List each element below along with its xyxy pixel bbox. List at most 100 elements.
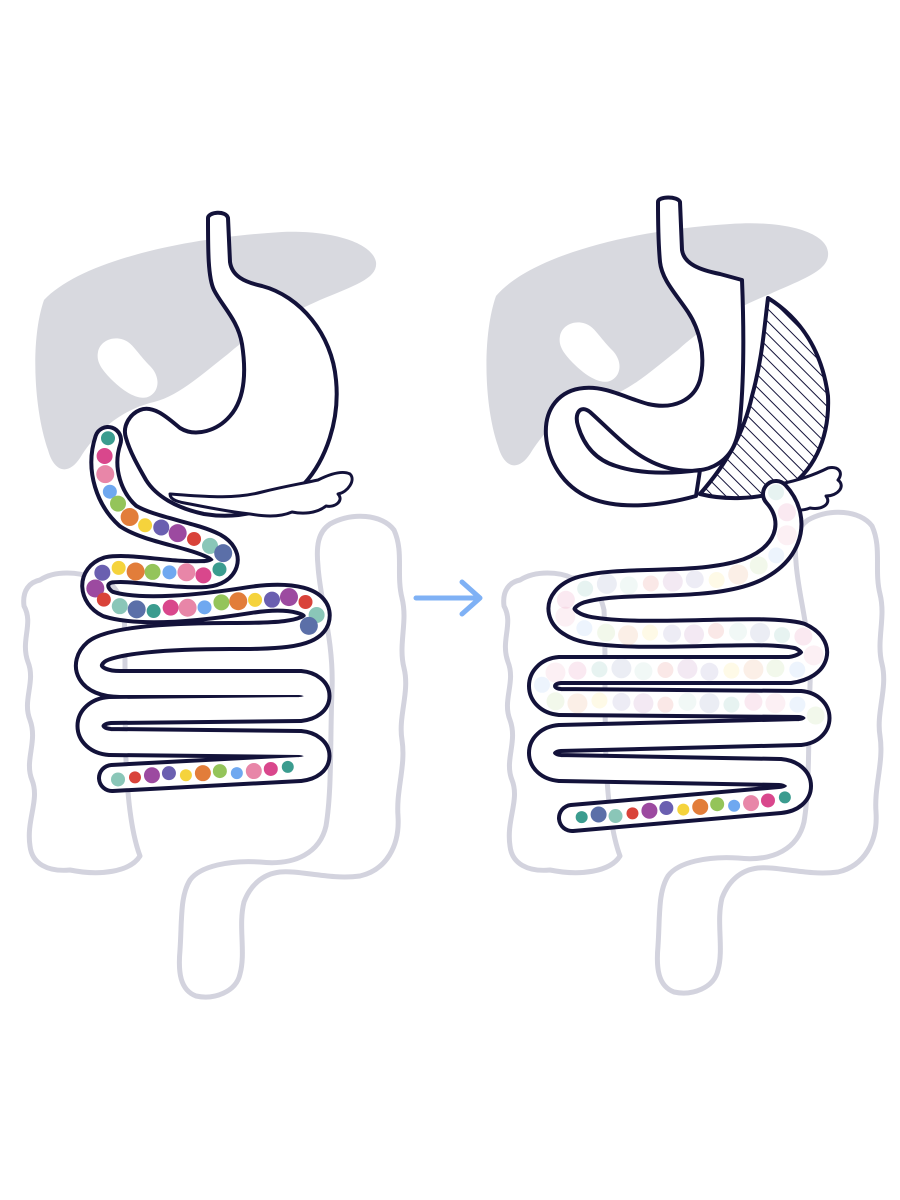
nutrient-dot (708, 622, 725, 639)
nutrient-dot (789, 661, 806, 678)
nutrient-dot (677, 658, 698, 679)
nutrient-dot (729, 622, 748, 641)
nutrient-dot (153, 519, 170, 536)
nutrient-dot (626, 807, 639, 820)
nutrient-dot (700, 662, 719, 681)
nutrient-dots (86, 431, 325, 787)
small-intestine (527, 479, 832, 833)
panel-before (21, 210, 409, 1000)
nutrient-dot (127, 600, 146, 619)
nutrient-dot (684, 624, 705, 645)
nutrient-dot (728, 564, 749, 585)
nutrient-dot (212, 562, 227, 577)
nutrient-dot (597, 623, 616, 642)
nutrient-dot (248, 592, 263, 607)
nutrient-dot (789, 696, 806, 713)
colon-outline (501, 570, 623, 876)
nutrient-dot (545, 662, 566, 683)
nutrient-dot (245, 763, 262, 780)
nutrient-dot (728, 799, 741, 812)
liver-shape (35, 231, 377, 470)
nutrient-dot (162, 565, 177, 580)
nutrient-dot (146, 604, 161, 619)
gallbladder-shape (97, 338, 158, 398)
pancreas-shape (168, 470, 354, 518)
nutrient-dot (281, 760, 294, 773)
nutrient-dot (723, 662, 740, 679)
nutrient-dot (659, 801, 674, 816)
nutrient-dot (633, 693, 654, 714)
nutrient-dot (195, 567, 212, 584)
nutrient-dot (178, 598, 197, 617)
nutrient-dot (677, 803, 690, 816)
nutrient-dot (96, 465, 115, 484)
nutrient-dot (229, 592, 248, 611)
nutrient-dot (794, 627, 813, 646)
nutrient-dot (634, 662, 653, 681)
nutrient-dot (766, 659, 785, 678)
nutrient-dot (803, 645, 824, 666)
nutrient-dot (299, 616, 318, 635)
nutrient-dot (749, 556, 768, 575)
nutrient-dot (168, 524, 187, 543)
nutrient-dot (663, 624, 682, 643)
nutrient-dot (806, 706, 825, 725)
nutrient-dot (657, 662, 674, 678)
colon-right-outline (176, 513, 409, 1000)
nutrient-dot (111, 560, 126, 575)
gallbladder-shape (559, 322, 620, 382)
nutrient-dot (699, 693, 720, 714)
stomach-shape (123, 210, 339, 518)
nutrient-dot (138, 518, 153, 533)
nutrient-dot (177, 563, 196, 582)
nutrient-dot (555, 606, 576, 627)
bypassed-stomach-shape (698, 296, 831, 501)
nutrient-dot (102, 484, 117, 499)
nutrient-dot (162, 599, 179, 616)
nutrient-dot (590, 806, 607, 823)
nutrient-dot (576, 620, 593, 637)
nutrient-dot (760, 793, 775, 808)
nutrient-dot (197, 600, 212, 615)
nutrient-dot (110, 495, 127, 512)
nutrient-dot (768, 484, 784, 501)
nutrient-dot (534, 676, 551, 693)
nutrient-dot (86, 579, 105, 598)
nutrient-dot (194, 765, 211, 782)
nutrient-dot (101, 431, 115, 446)
nutrient-dot (618, 625, 639, 646)
nutrient-dot (279, 588, 298, 607)
nutrient-dot (179, 769, 192, 782)
nutrient-dot (778, 791, 791, 804)
nutrient-dot (298, 594, 313, 609)
right-arrow-icon (413, 579, 483, 617)
nutrient-dot (94, 564, 111, 581)
nutrient-dot (765, 693, 786, 714)
nutrient-dot (230, 767, 243, 780)
nutrient-dot (708, 571, 725, 588)
nutrient-dot (744, 692, 763, 711)
nutrient-dot (556, 590, 575, 609)
nutrient-dot (263, 591, 280, 608)
nutrient-dot (777, 503, 796, 522)
intestine-lumen (531, 483, 828, 829)
nutrient-dot (111, 772, 126, 787)
nutrient-dot (161, 766, 176, 781)
colon-right-outline (654, 509, 887, 996)
nutrient-dot (212, 764, 227, 779)
nutrient-dot (111, 598, 128, 615)
nutrient-dot (214, 544, 233, 563)
nutrient-dot (143, 767, 160, 784)
gastric-pouch-shape (543, 195, 746, 508)
nutrient-dot (591, 692, 608, 709)
nutrient-dot (546, 692, 565, 711)
nutrient-dot (642, 624, 659, 641)
nutrient-dot (120, 508, 139, 527)
nutrient-dot (685, 570, 704, 589)
nutrient-dot (202, 537, 219, 554)
nutrient-dot (710, 797, 725, 812)
nutrient-dot (777, 525, 798, 546)
nutrient-dot (591, 661, 608, 678)
nutrient-dot (575, 811, 588, 824)
